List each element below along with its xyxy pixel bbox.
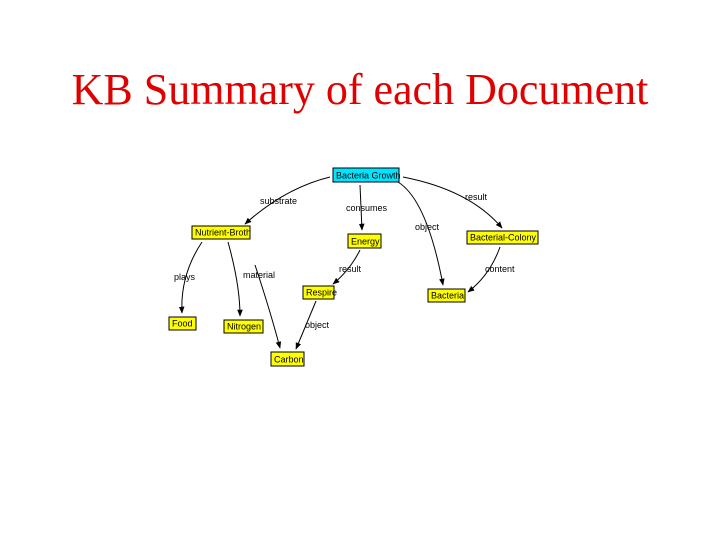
- edge-label-material: material: [243, 270, 275, 280]
- edge-respire-to-carbon: [295, 300, 317, 350]
- edges-layer: substrate consumes object result plays materi…: [174, 176, 515, 350]
- node-box: [302, 285, 335, 300]
- node-bacteria-growth: Bacteria Growth: [332, 167, 401, 183]
- node-label: Bacterial-Colony: [470, 233, 537, 243]
- node-box: [347, 233, 382, 249]
- edge-label-result: result: [339, 264, 362, 274]
- edge-label-result: result: [465, 192, 488, 202]
- node-box: [332, 167, 400, 183]
- node-label: Bacteria: [431, 291, 464, 301]
- node-carbon: Carbon: [270, 351, 305, 367]
- edge-bacteria-growth-to-energy: [358, 184, 365, 231]
- slide-title: KB Summary of each Document: [71, 65, 649, 114]
- node-energy: Energy: [347, 233, 382, 249]
- edge-bacteria-growth-to-bacteria: [397, 181, 445, 286]
- node-bacterial-colony: Bacterial-Colony: [466, 230, 539, 245]
- node-box: [223, 319, 264, 334]
- edge-nutrient-broth-to-nitrogen: [227, 241, 243, 317]
- node-respire: Respire: [302, 285, 337, 300]
- node-label: Bacteria Growth: [336, 171, 401, 181]
- node-label: Respire: [306, 288, 337, 298]
- node-box: [466, 230, 539, 245]
- edge-label-object: object: [305, 320, 330, 330]
- node-nitrogen: Nitrogen: [223, 319, 264, 334]
- node-food: Food: [168, 316, 197, 331]
- edge-label-plays: plays: [174, 272, 196, 282]
- edge-bacteria-growth-to-nutrient-broth: [244, 176, 331, 225]
- edge-nutrient-broth-to-carbon: [254, 264, 282, 349]
- node-box: [270, 351, 305, 367]
- node-label: Food: [172, 319, 193, 329]
- edge-label-object: object: [415, 222, 440, 232]
- node-box: [427, 288, 466, 303]
- edge-label-consumes: consumes: [346, 203, 388, 213]
- edge-bacteria-growth-to-bacterial-colony: [402, 176, 503, 229]
- node-bacteria: Bacteria: [427, 288, 466, 303]
- node-label: Carbon: [274, 355, 304, 365]
- edge-label-substrate: substrate: [260, 196, 297, 206]
- node-label: Nutrient-Broth: [195, 228, 251, 238]
- node-label: Nitrogen: [227, 322, 261, 332]
- node-label: Energy: [351, 237, 380, 247]
- edge-bacterial-colony-to-bacteria: [467, 246, 501, 293]
- node-box: [168, 316, 197, 331]
- edge-energy-to-respire: [332, 249, 361, 285]
- node-box: [191, 225, 251, 240]
- node-nutrient-broth: Nutrient-Broth: [191, 225, 251, 240]
- edge-nutrient-broth-to-food: [178, 241, 203, 314]
- edge-label-content: content: [485, 264, 515, 274]
